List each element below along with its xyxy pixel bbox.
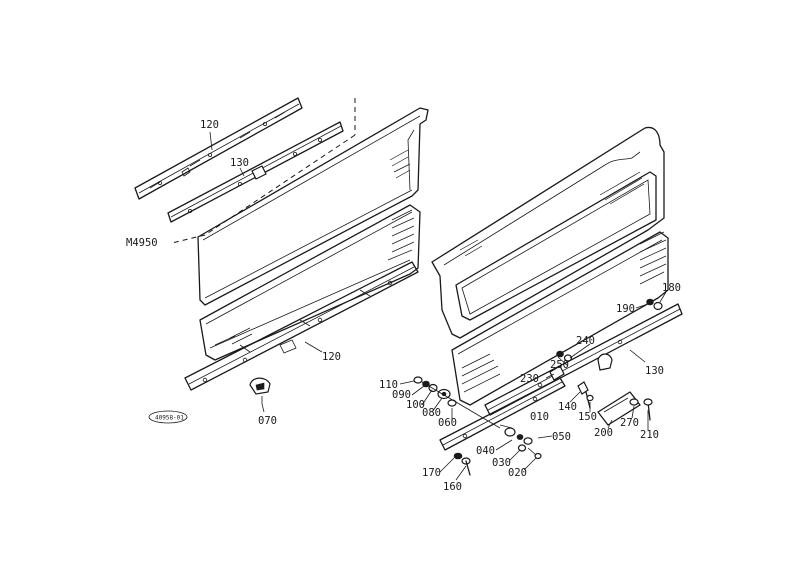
lower-rail-120 — [184, 261, 419, 391]
part-label: 250 — [550, 359, 569, 371]
part-label: 180 — [662, 282, 681, 294]
part-label: 020 — [508, 467, 527, 479]
part-label: 130 — [230, 157, 249, 169]
part-label: 130 — [645, 365, 664, 377]
part-label: 100 — [406, 399, 425, 411]
left-upper-panel — [197, 107, 429, 306]
part-label: 090 — [392, 389, 411, 401]
right-upper-panel — [431, 126, 665, 339]
part-label: 170 — [422, 467, 441, 479]
part-label: 150 — [578, 411, 597, 423]
rail-130-upper — [167, 121, 344, 223]
part-label: 120 — [322, 351, 341, 363]
part-label: 210 — [640, 429, 659, 441]
part-label: 070 — [258, 415, 277, 427]
latch-070 — [249, 377, 271, 404]
part-label: 160 — [443, 481, 462, 493]
left-lower-panel — [199, 204, 421, 361]
part-label: 120 — [200, 119, 219, 131]
part-labels: M4950 120 130 120 070 110 090 100 080 06… — [126, 119, 681, 493]
part-label: 230 — [520, 373, 539, 385]
reference-code-label: M4950 — [126, 237, 158, 249]
right-lower-panel — [451, 231, 669, 406]
rail-130-right — [484, 303, 683, 416]
part-label: 030 — [492, 457, 511, 469]
plate-200 — [597, 391, 641, 426]
part-label: 270 — [620, 417, 639, 429]
part-label: 140 — [558, 401, 577, 413]
leader-lines — [209, 131, 667, 481]
reference-line — [171, 98, 356, 244]
part-label: 080 — [422, 407, 441, 419]
part-label: 040 — [476, 445, 495, 457]
part-label: 010 — [530, 411, 549, 423]
part-label: 190 — [616, 303, 635, 315]
part-label: 110 — [379, 379, 398, 391]
part-label: 050 — [552, 431, 571, 443]
upper-rail-120 — [134, 97, 303, 200]
fasteners — [413, 298, 663, 476]
diagram-stamp: 40958-01 — [148, 410, 188, 424]
hinge-bar-010 — [439, 377, 566, 451]
part-label: 240 — [576, 335, 595, 347]
part-label: 060 — [438, 417, 457, 429]
part-label: 200 — [594, 427, 613, 439]
stamp-text: 40958-01 — [155, 415, 184, 422]
